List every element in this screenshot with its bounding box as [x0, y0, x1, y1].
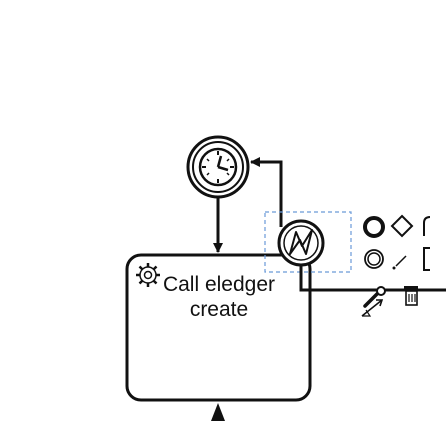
sequence-flow-boundary-out[interactable]	[299, 265, 446, 292]
append-text-annotation-icon[interactable]	[392, 255, 407, 270]
task-icon[interactable]	[423, 216, 431, 236]
connect-arrow-icon[interactable]	[361, 299, 384, 317]
timer-start-event[interactable]	[186, 135, 250, 199]
trash-icon[interactable]	[404, 286, 418, 306]
intermediate-event-icon[interactable]	[364, 249, 384, 269]
clock-icon	[198, 147, 238, 187]
boundary-error-event[interactable]	[277, 219, 325, 267]
task-marker-triangle	[211, 403, 225, 421]
lightning-bolt-icon	[289, 229, 313, 255]
wrench-icon[interactable]	[363, 286, 386, 308]
more-options-icon[interactable]	[423, 247, 430, 271]
sequence-flow-boundary-to-start[interactable]	[250, 157, 283, 227]
selection-outline	[264, 211, 352, 273]
gateway-icon[interactable]	[390, 214, 414, 238]
context-pad	[361, 214, 431, 317]
end-event-icon[interactable]	[363, 216, 385, 238]
gear-icon	[136, 263, 160, 287]
service-task[interactable]	[125, 253, 312, 402]
